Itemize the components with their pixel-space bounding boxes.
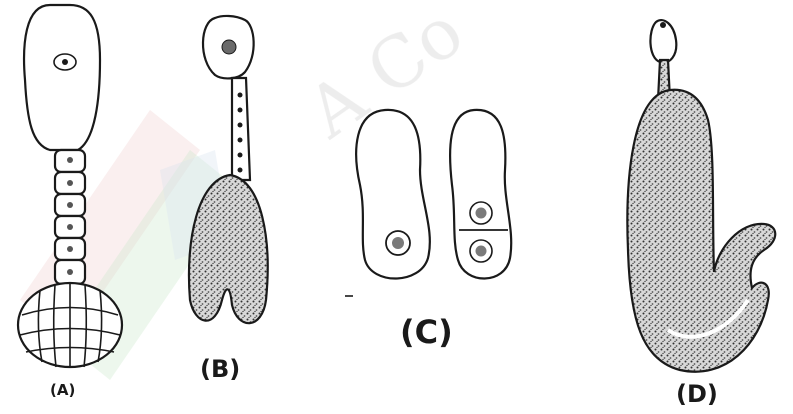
panel-b-label: (B) bbox=[200, 355, 240, 383]
panel-d-diagram: (D) bbox=[627, 20, 775, 408]
panel-c-label: (C) bbox=[400, 313, 453, 351]
panel-c-diagram: (C) bbox=[345, 110, 511, 351]
panel-d-label: (D) bbox=[676, 380, 718, 408]
panel-a-label: (A) bbox=[50, 381, 75, 399]
